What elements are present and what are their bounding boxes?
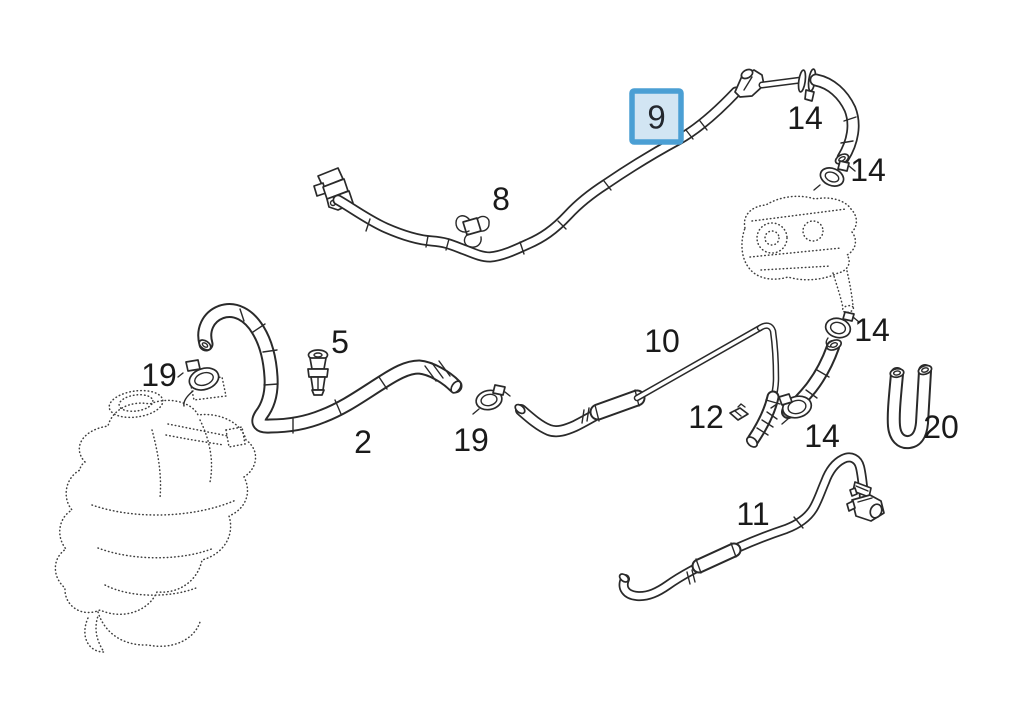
part-label-11[interactable]: 11 — [736, 496, 769, 532]
part-label-14-clamp-top[interactable]: 14 — [854, 312, 890, 348]
hose-20 — [886, 364, 933, 450]
part-label-10[interactable]: 10 — [644, 323, 680, 359]
hose-11 — [618, 452, 885, 602]
clamp-14-upper-right — [813, 160, 856, 191]
expansion-tank-reference — [54, 376, 257, 653]
part-label-5[interactable]: 5 — [331, 324, 349, 360]
highlighted-part-label-9[interactable]: 9 — [629, 88, 684, 145]
part-label-14-clamp-upper[interactable]: 14 — [850, 152, 886, 188]
part-label-2[interactable]: 2 — [354, 424, 372, 460]
part-label-20[interactable]: 20 — [923, 409, 959, 445]
part-label-14-clamp-lower[interactable]: 14 — [804, 418, 840, 454]
highlighted-part-number: 9 — [647, 99, 665, 136]
clip-5 — [307, 349, 329, 396]
highlight-box[interactable] — [629, 88, 684, 145]
pipe-assembly-10 — [514, 322, 781, 448]
clamp-19-left — [177, 359, 220, 407]
hose-9-elbow-fitting — [734, 68, 765, 98]
clamp-14-top — [824, 311, 860, 348]
part-label-19-left[interactable]: 19 — [141, 357, 177, 393]
part-label-8[interactable]: 8 — [492, 181, 510, 217]
part-label-12[interactable]: 12 — [688, 399, 724, 435]
throttle-body-reference — [741, 195, 858, 314]
clip-12 — [729, 403, 749, 421]
part-label-19-right[interactable]: 19 — [453, 422, 489, 458]
hose-2 — [197, 303, 463, 434]
clamp-19-right — [472, 384, 511, 415]
hose-assembly-9 — [313, 68, 860, 263]
hose-11-end-fitting — [846, 494, 885, 522]
clip-8 — [455, 215, 490, 248]
part-label-14-hose-end[interactable]: 14 — [787, 100, 823, 136]
clamp-14-lower — [770, 393, 813, 425]
